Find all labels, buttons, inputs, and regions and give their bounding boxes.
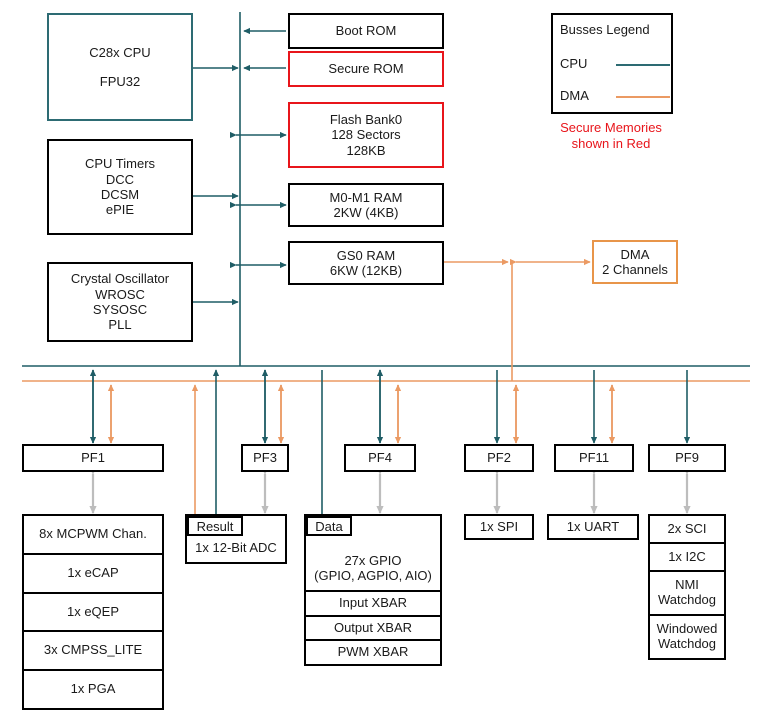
nmi-watchdog-row: NMI Watchdog <box>650 572 724 616</box>
gs0-line1: GS0 RAM <box>336 247 396 263</box>
adc-body-label: 1x 12-Bit ADC <box>195 539 277 555</box>
m0m1-ram-block: M0-M1 RAM 2KW (4KB) <box>288 183 444 227</box>
i2c-row: 1x I2C <box>650 544 724 572</box>
legend-cpu-line <box>616 64 670 66</box>
secure-rom-label: Secure ROM <box>328 61 404 77</box>
legend-dma-line <box>616 96 670 98</box>
gpio-data-tag: Data <box>306 516 352 536</box>
input-xbar-row: Input XBAR <box>306 592 440 617</box>
sci-row: 2x SCI <box>650 516 724 544</box>
timers-line2: DCC <box>105 171 135 187</box>
pf4-block[interactable]: PF4 <box>344 444 416 472</box>
pf1-label: PF1 <box>81 450 105 466</box>
ecap-row: 1x eCAP <box>24 554 162 594</box>
pga-row: 1x PGA <box>24 671 162 708</box>
secure-note-line2: shown in Red <box>571 136 651 152</box>
flash-line3: 128KB <box>346 142 386 158</box>
legend-dma-label: DMA <box>560 88 589 103</box>
secure-note-line1: Secure Memories <box>560 120 662 135</box>
flash-line2: 128 Sectors <box>331 127 401 143</box>
cmpss-lite-row: 3x CMPSS_LITE <box>24 632 162 672</box>
boot-rom-block: Boot ROM <box>288 13 444 49</box>
pf2-label: PF2 <box>487 450 511 466</box>
boot-rom-label: Boot ROM <box>335 23 397 39</box>
eqep-row: 1x eQEP <box>24 593 162 633</box>
pf4-label: PF4 <box>368 450 392 466</box>
legend-title: Busses Legend <box>560 22 650 37</box>
osc-line2: WROSC <box>95 286 145 302</box>
m0m1-line1: M0-M1 RAM <box>329 189 403 205</box>
pwm-xbar-row: PWM XBAR <box>306 641 440 665</box>
cpu-timers-block: CPU Timers DCC DCSM ePIE <box>47 139 193 235</box>
osc-line4: PLL <box>108 317 132 333</box>
c28x-cpu-block: C28x CPU FPU32 <box>47 13 193 121</box>
flash-bank0-block: Flash Bank0 128 Sectors 128KB <box>288 102 444 168</box>
pf11-label: PF11 <box>578 450 610 466</box>
uart-block: 1x UART <box>547 514 639 540</box>
osc-line1: Crystal Oscillator <box>70 271 170 287</box>
dma-line1: DMA <box>620 246 650 262</box>
pf9-block[interactable]: PF9 <box>648 444 726 472</box>
gs0-ram-block: GS0 RAM 6KW (12KB) <box>288 241 444 285</box>
gpio-line2: (GPIO, AGPIO, AIO) <box>314 568 432 584</box>
adc-result-tag: Result <box>187 516 243 536</box>
pf2-block[interactable]: PF2 <box>464 444 534 472</box>
spi-label: 1x SPI <box>479 519 519 535</box>
pf9-peripheral-stack: 2x SCI 1x I2C NMI Watchdog Windowed Watc… <box>648 514 726 660</box>
osc-line3: SYSOSC <box>92 302 148 317</box>
timers-line4: ePIE <box>105 202 135 218</box>
windowed-watchdog-line2: Watchdog <box>657 636 717 651</box>
timers-line1: CPU Timers <box>84 156 156 172</box>
mcpwm-row: 8x MCPWM Chan. <box>24 516 162 555</box>
legend-cpu-label: CPU <box>560 56 588 71</box>
m0m1-line2: 2KW (4KB) <box>333 205 399 220</box>
crystal-oscillator-block: Crystal Oscillator WROSC SYSOSC PLL <box>47 262 193 342</box>
gs0-line2: 6KW (12KB) <box>329 263 403 278</box>
cpu-label-line2: FPU32 <box>99 74 141 89</box>
secure-rom-block: Secure ROM <box>288 51 444 87</box>
nmi-watchdog-line1: NMI <box>675 577 699 593</box>
spi-block: 1x SPI <box>464 514 534 540</box>
windowed-watchdog-row: Windowed Watchdog <box>650 616 724 658</box>
pf1-block[interactable]: PF1 <box>22 444 164 472</box>
dma-block: DMA 2 Channels <box>592 240 678 284</box>
windowed-watchdog-line1: Windowed <box>656 621 718 637</box>
output-xbar-row: Output XBAR <box>306 616 440 642</box>
pf3-block[interactable]: PF3 <box>241 444 289 472</box>
flash-line1: Flash Bank0 <box>329 112 403 127</box>
nmi-watchdog-line2: Watchdog <box>657 592 717 607</box>
gpio-line1: 27x GPIO <box>344 553 402 569</box>
pf11-block[interactable]: PF11 <box>554 444 634 472</box>
dma-line2: 2 Channels <box>602 262 668 277</box>
timers-line3: DCSM <box>100 187 140 202</box>
gpio-xbar-stack: 27x GPIO (GPIO, AGPIO, AIO) Input XBAR O… <box>304 514 442 666</box>
pf9-label: PF9 <box>675 450 699 466</box>
pf1-peripheral-stack: 8x MCPWM Chan. 1x eCAP 1x eQEP 3x CMPSS_… <box>22 514 164 710</box>
cpu-label-line1: C28x CPU <box>89 44 151 60</box>
pf3-label: PF3 <box>253 450 277 466</box>
secure-memories-note: Secure Memories shown in Red <box>521 120 701 153</box>
uart-label: 1x UART <box>566 519 620 535</box>
